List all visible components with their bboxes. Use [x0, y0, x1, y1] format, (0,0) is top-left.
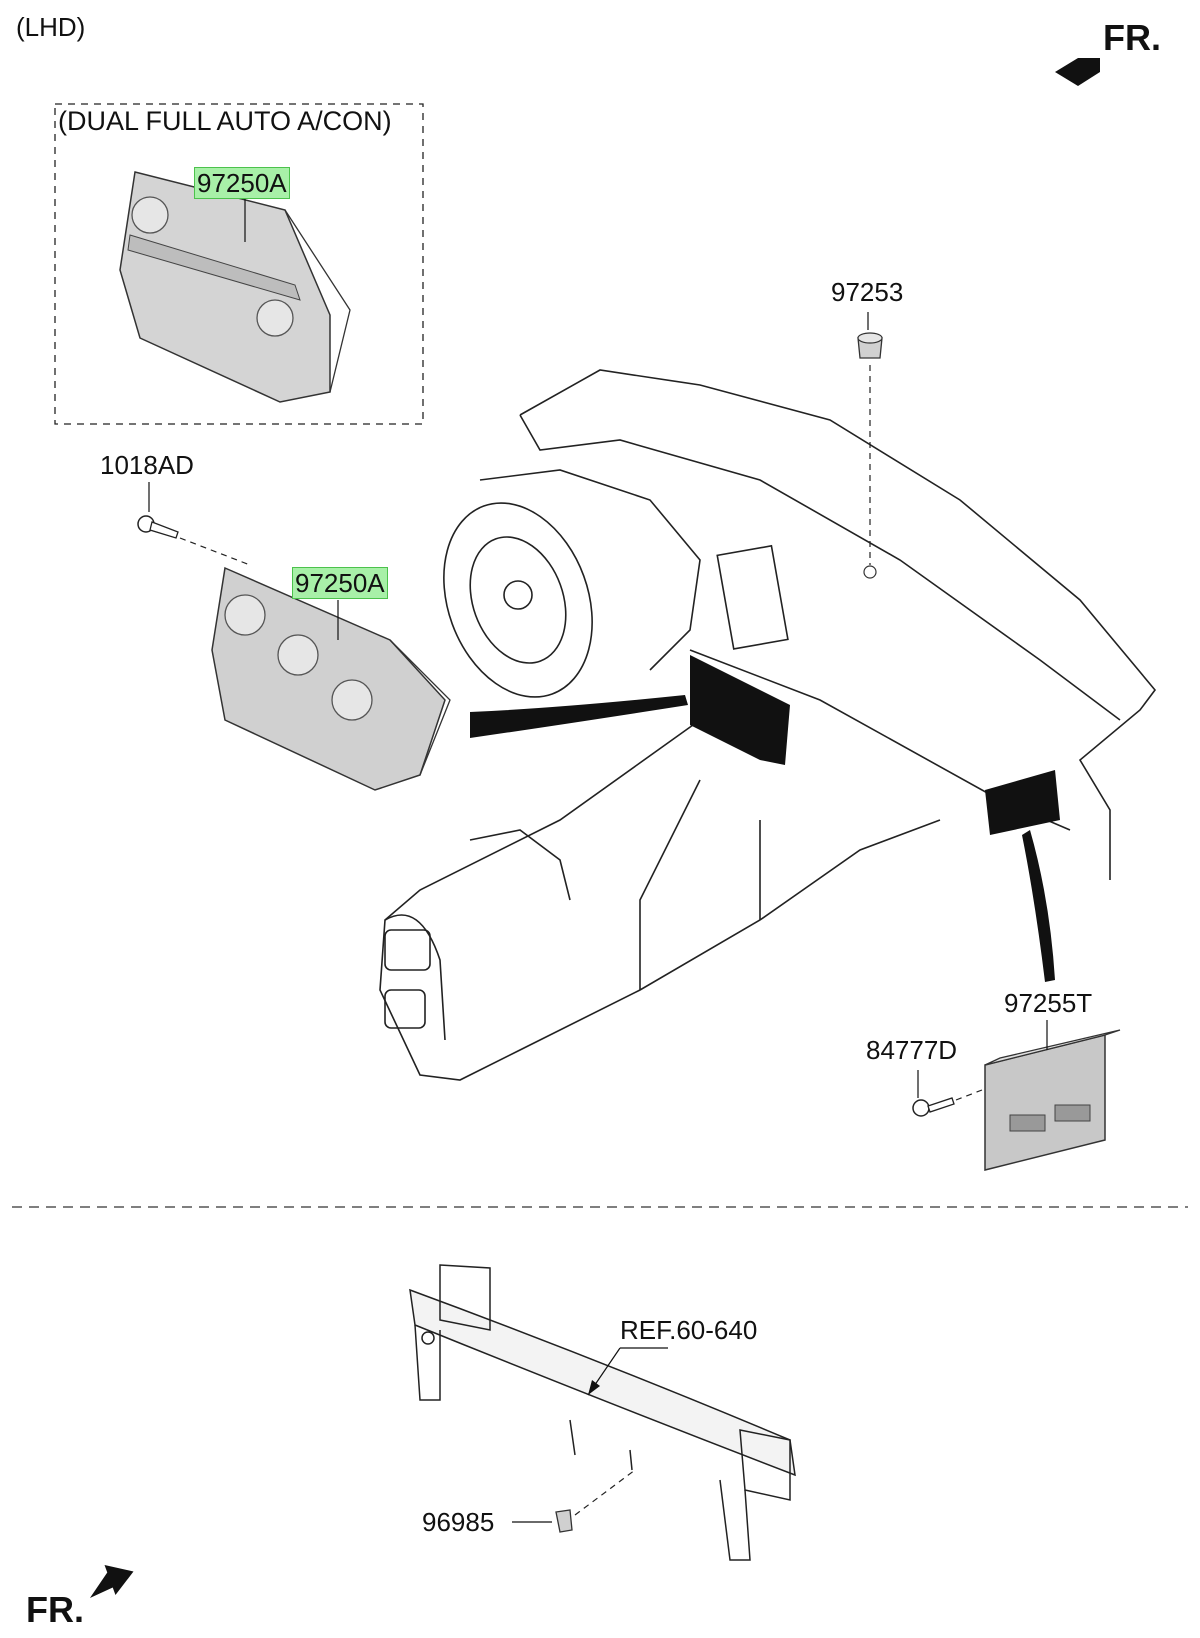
ac-control-module-top [119, 171, 351, 403]
leader-arrow-left [470, 695, 688, 738]
ac-unit-97255t [984, 1029, 1121, 1171]
box-title: (DUAL FULL AUTO A/CON) [58, 106, 392, 136]
variant-label: (LHD) [16, 12, 86, 42]
part-label-97250a-main[interactable]: 97250A [292, 567, 388, 599]
dashboard-outline [379, 369, 1157, 1081]
part-label-97253[interactable]: 97253 [831, 277, 904, 307]
front-label-bottom: FR. [26, 1589, 84, 1630]
part-label-96985[interactable]: 96985 [422, 1507, 495, 1537]
screw-1018ad [137, 515, 179, 539]
ref-label[interactable]: REF.60-640 [620, 1315, 758, 1345]
dash-control-slot [690, 655, 790, 765]
dash-unit-slot [985, 770, 1060, 835]
front-label-top: FR. [1103, 17, 1161, 58]
front-arrow-top [1055, 58, 1100, 86]
leader-arrow-right [1022, 830, 1055, 982]
part-label-1018ad[interactable]: 1018AD [100, 450, 194, 480]
plug-97253 [857, 332, 883, 359]
cowl-cross-bar [409, 1264, 796, 1561]
part-label-97255t[interactable]: 97255T [1004, 988, 1093, 1018]
clip-96985 [555, 1509, 573, 1533]
part-label-84777d[interactable]: 84777D [866, 1035, 958, 1065]
front-arrow-bottom [89, 1564, 134, 1598]
screw-84777d [912, 1097, 955, 1117]
dual-auto-box [54, 103, 424, 425]
part-label-97250a-top[interactable]: 97250A [194, 167, 290, 199]
ac-control-module-main [211, 566, 451, 791]
